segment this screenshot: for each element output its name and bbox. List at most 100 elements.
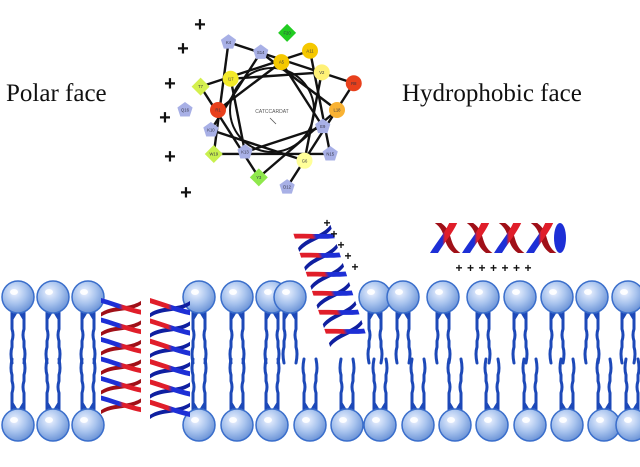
peptide-plus-sign: + [351,260,358,274]
lipid-head [36,280,70,314]
lipid-head [220,408,254,442]
lipid-head [587,408,621,442]
residue-label: G6 [302,158,308,163]
lipid-tail-bottom [9,357,27,413]
residue-pentagon [315,118,331,134]
lipid-tail-bottom [301,357,319,413]
lipid-head [71,408,105,442]
lipid-tail-bottom [521,357,539,413]
lipid-head [438,408,472,442]
lipid-tail-bottom [44,357,62,413]
lipid-head-highlight [10,417,18,423]
lipid-head [513,408,547,442]
helix-front-strand [494,223,522,253]
lipid-tail-top [548,309,566,365]
inserting-helix-wrapper [293,224,366,347]
wheel-residue: F20 [278,23,297,42]
peptide-plus-sign: + [344,249,351,263]
residue-label: K10 [207,128,215,133]
helix-front-strand [101,356,141,374]
lipid-head [426,280,460,314]
lipid-head-highlight [264,289,272,295]
residue-circle [302,42,318,59]
helix-front-strand [150,338,190,356]
wheel-residue: K13 [237,144,253,159]
lipid-head-highlight [584,289,592,295]
lipid-head-highlight [596,417,604,423]
helix-front-strand [318,309,360,315]
wheel-connector [200,49,311,88]
residue-pentagon [177,102,193,117]
residue-pentagon [220,34,237,49]
lipid-head-highlight [624,417,632,423]
helix-front-strand [101,317,141,335]
lipid-head-highlight [80,417,88,423]
lipid-head [330,408,364,442]
polar-face-label: Polar face [6,80,107,107]
polar-plus-sign: + [159,107,171,129]
lipid-head [475,408,509,442]
lipid-head [1,280,35,314]
lipid-tail-top [434,309,452,365]
lipid-head-highlight [339,417,347,423]
residue-circle [210,102,226,118]
lipid-tail-top [281,309,299,365]
lipid-tail-top [474,309,492,365]
residue-label: Q16 [181,108,190,113]
lipid-head-highlight [435,289,443,295]
lipid-head [220,280,254,314]
helix-front-strand [324,328,366,334]
lipid-tail-bottom [338,357,356,413]
wheel-residue: R8 [345,75,362,92]
peptide-helices [101,223,566,419]
lipid-tail-top [583,309,601,365]
residue-label: D12 [283,185,291,190]
peptide-plus-sign: + [330,227,337,241]
wheel-residue: A11 [302,42,318,59]
wheel-residue: E9 [315,118,331,134]
peptide-charge-signs: +++++ [323,216,358,274]
lipid-head-highlight [372,417,380,423]
helix-front-strand [430,223,458,253]
lipid-head [36,408,70,442]
residue-pentagon [322,145,338,161]
lipid-tail-bottom [483,357,501,413]
wheel-connector [286,82,355,188]
lipid-head [466,280,500,314]
lipid-head-highlight [282,289,290,295]
lipid-head-highlight [229,289,237,295]
lipid-tail-bottom [228,357,246,413]
residue-circle [345,75,362,92]
lipid-head [273,280,307,314]
lipid-tail-top [263,309,281,365]
wheel-residue: K10 [203,122,219,137]
lipid-head [540,280,574,314]
lipid-tail-bottom [371,357,389,413]
lipid-tail-bottom [623,357,640,413]
lipid-head-highlight [191,417,199,423]
residue-pentagon [253,44,269,59]
lipid-head-highlight [549,289,557,295]
transmembrane-helix [101,298,141,415]
lipid-head-highlight [45,417,53,423]
lipid-tail-top [79,309,97,365]
wheel-center-label: CATCCARDAT [255,109,288,115]
wheel-residue: D12 [279,179,295,194]
lipid-head-highlight [229,417,237,423]
lipid-head [358,280,392,314]
lipid-tail-top [44,309,62,365]
wheel-center-arrow [269,117,277,125]
lipid-head-highlight [10,289,18,295]
lipid-head-highlight [191,289,199,295]
lipid-head [611,280,640,314]
wheel-connector [199,85,260,179]
residue-diamond [278,23,297,42]
lipid-heads [1,280,640,442]
surface-peptide-charge-signs: +++++++ [455,261,531,275]
helix-front-strand [305,271,348,277]
lipid-head [255,408,289,442]
lipid-head-highlight [620,289,628,295]
wheel-residue: G6 [296,152,313,169]
residue-pentagon [203,122,219,137]
